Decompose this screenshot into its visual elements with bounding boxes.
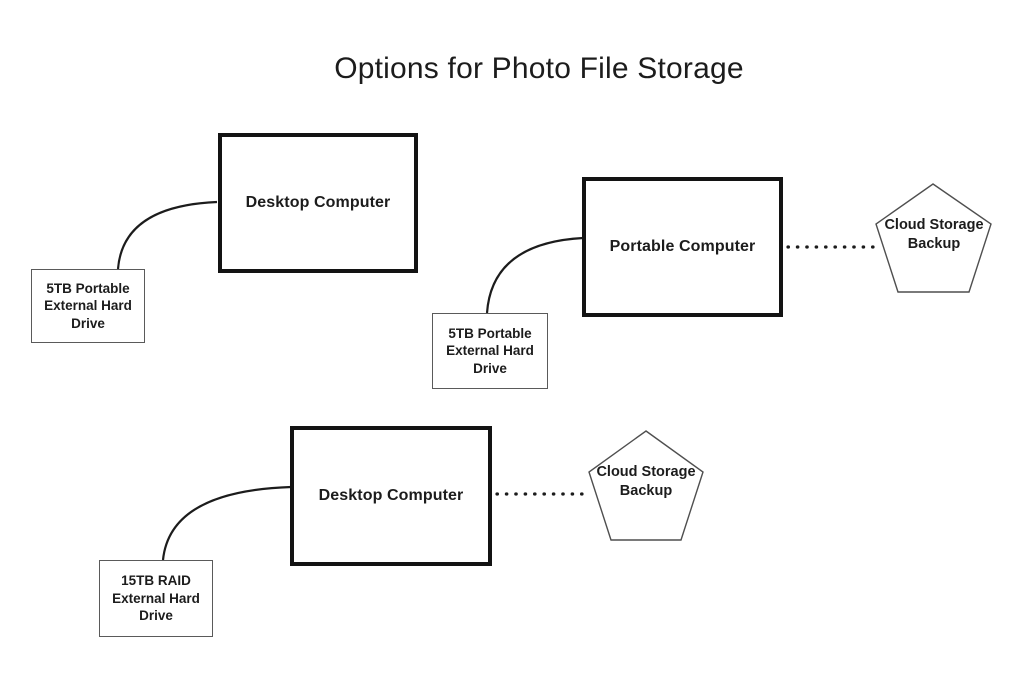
curve-drive5tb-left-to-desktop-top — [116, 200, 218, 270]
node-drive-5tb-left-label: 5TB Portable External Hard Drive — [44, 280, 132, 331]
pentagon-cloud-top — [875, 183, 992, 293]
node-portable-computer: Portable Computer — [582, 177, 783, 317]
curve-drive15tb-to-desktop-bottom — [161, 485, 292, 561]
node-drive-15tb-raid-label: 15TB RAID External Hard Drive — [112, 573, 200, 624]
node-desktop-computer-bottom: Desktop Computer — [290, 426, 492, 566]
pentagon-cloud-bottom — [588, 430, 704, 541]
node-drive-5tb-left: 5TB Portable External Hard Drive — [31, 269, 145, 343]
node-desktop-computer-top: Desktop Computer — [218, 133, 418, 273]
node-portable-computer-label: Portable Computer — [609, 238, 756, 255]
node-cloud-backup-bottom-label: Cloud Storage Backup — [596, 464, 696, 499]
node-desktop-computer-bottom-label: Desktop Computer — [318, 487, 464, 504]
curve-drive5tb-mid-to-portable — [485, 236, 584, 314]
node-drive-5tb-middle-label: 5TB Portable External Hard Drive — [446, 325, 534, 376]
node-cloud-backup-top-label: Cloud Storage Backup — [884, 217, 984, 252]
node-desktop-computer-top-label: Desktop Computer — [245, 194, 391, 211]
node-drive-15tb-raid: 15TB RAID External Hard Drive — [99, 560, 213, 637]
node-drive-5tb-middle: 5TB Portable External Hard Drive — [432, 313, 548, 389]
diagram-title: Options for Photo File Storage — [334, 52, 744, 85]
